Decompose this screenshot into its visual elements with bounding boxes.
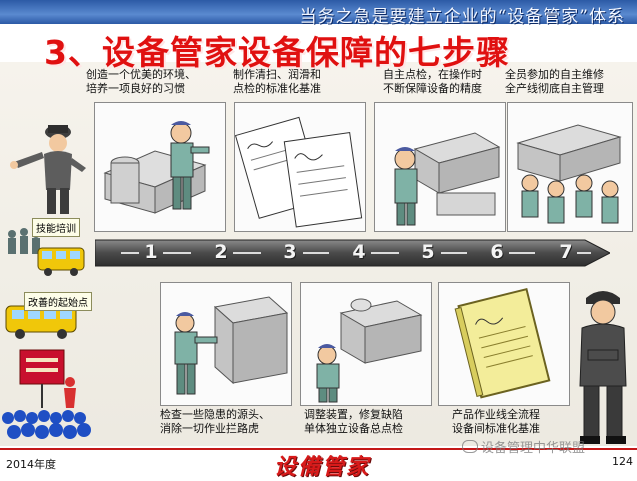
step5-text: 自主点检，在操作时不断保障设备的精度 <box>383 68 482 95</box>
training-label: 技能培训 <box>32 218 80 237</box>
watermark: 设备管理中华联盟 <box>462 437 585 456</box>
page-number: 124 <box>612 455 633 468</box>
step7-card <box>507 102 633 232</box>
step-number-6: 6 <box>490 241 504 263</box>
top-banner: 当务之急是要建立企业的“设备管家”体系 <box>0 0 637 27</box>
step2-text: 检查一些隐患的源头、消除一切作业拦路虎 <box>160 408 270 435</box>
footer-year: 2014年度 <box>6 458 56 471</box>
step-number-5: 5 <box>421 241 435 263</box>
step4-text: 调整装置，修复缺陷单体独立设备总点检 <box>304 408 403 435</box>
slide-title: 3、设备管家设备保障的七步骤 <box>44 33 510 72</box>
footer-logo: 设備管家 <box>274 454 371 480</box>
step1-text: 创造一个优美的环境、培养一项良好的习惯 <box>86 68 196 95</box>
footer-divider <box>0 448 637 450</box>
step6-card <box>438 282 570 406</box>
worker-illustration <box>579 291 627 444</box>
banner-text: 当务之急是要建立企业的“设备管家”体系 <box>299 7 625 27</box>
bus-illustration <box>5 305 77 339</box>
step3-text: 制作清扫、润滑和点检的标准化基准 <box>233 68 321 95</box>
start-point-label: 改善的起始点 <box>24 292 92 311</box>
wechat-icon <box>462 440 478 453</box>
footer <box>0 446 637 474</box>
step7-text: 全员参加的自主维修全产线彻底自主管理 <box>505 68 604 95</box>
step-number-7: 7 <box>559 241 573 263</box>
step-number-4: 4 <box>352 241 366 263</box>
timeline-arrow <box>95 239 610 267</box>
step-number-3: 3 <box>283 241 297 263</box>
crowd-illustration <box>2 349 91 439</box>
step5-card <box>374 102 506 232</box>
workers-bus-illustration <box>8 228 85 276</box>
step-number-2: 2 <box>214 241 228 263</box>
watermark-text: 设备管理中华联盟 <box>481 441 586 456</box>
step3-card <box>234 102 366 232</box>
step2-card <box>160 282 292 406</box>
step-timeline: 1 2 3 4 5 6 7 <box>95 236 610 270</box>
presenter-illustration <box>10 125 86 214</box>
step-number-1: 1 <box>144 241 158 263</box>
step6-text: 产品作业线全流程设备间标准化基准 <box>452 408 540 435</box>
step4-card <box>300 282 432 406</box>
step1-card <box>94 102 226 232</box>
